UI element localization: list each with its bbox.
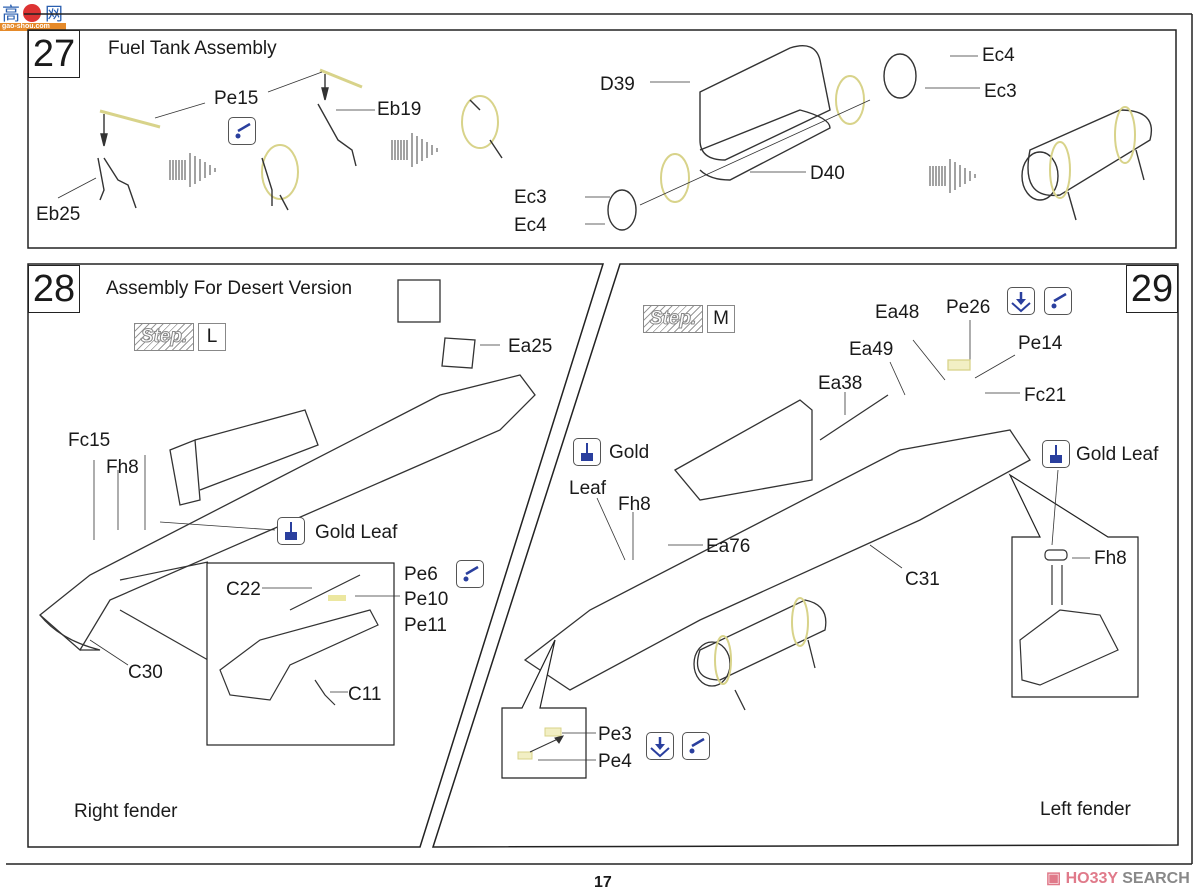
label-fc15: Fc15 <box>68 430 111 451</box>
step-ref-letter: M <box>707 305 735 333</box>
label-pe11: Pe11 <box>404 615 447 636</box>
label-ec4-bottom: Ec4 <box>514 215 547 236</box>
gold-leaf-brush-icon <box>573 438 601 466</box>
step29-inset-small-box <box>501 639 587 779</box>
svg-text:网: 网 <box>45 4 63 25</box>
step-ref-word: Step. <box>643 305 703 333</box>
label-ea49: Ea49 <box>849 339 894 360</box>
transition-arrow-3 <box>929 159 976 193</box>
step29-fender-drawing <box>523 320 1031 711</box>
hobby-search-watermark: ▣ HO33Y SEARCH <box>1046 868 1190 888</box>
label-pe6: Pe6 <box>404 564 438 585</box>
bend-icon <box>456 560 484 588</box>
label-gold-leaf-28: Gold Leaf <box>315 522 398 543</box>
step-ref-letter: L <box>198 323 226 351</box>
label-eb25: Eb25 <box>36 204 81 225</box>
label-pe4: Pe4 <box>598 751 632 772</box>
label-fh8-28: Fh8 <box>106 457 139 478</box>
step-ref-m: Step. M <box>643 305 735 333</box>
label-ea48: Ea48 <box>875 302 920 323</box>
label-leaf: Leaf <box>569 478 606 499</box>
step-ref-l: Step. L <box>134 323 226 351</box>
label-pe10: Pe10 <box>404 589 449 610</box>
transition-arrow-1 <box>169 153 216 187</box>
label-pe3: Pe3 <box>598 724 632 745</box>
label-c11: C11 <box>348 684 382 705</box>
step29-inset-small-drawing <box>517 727 596 761</box>
step29-inset-right-drawing <box>1019 469 1119 686</box>
label-ea25: Ea25 <box>508 336 553 357</box>
bend-icon <box>228 117 256 145</box>
label-d40: D40 <box>810 163 845 184</box>
caption-left-fender: Left fender <box>1040 799 1131 820</box>
hobby-search-brand-part1: HO33Y <box>1065 870 1118 887</box>
label-ec3-top: Ec3 <box>984 81 1017 102</box>
transition-arrow-2 <box>391 133 438 167</box>
bend-icon <box>682 732 710 760</box>
label-fc21: Fc21 <box>1024 385 1067 406</box>
step-27-title: Fuel Tank Assembly <box>108 38 277 59</box>
label-ea38: Ea38 <box>818 373 863 394</box>
step29-inset-right-box <box>1008 473 1139 698</box>
label-eb19: Eb19 <box>377 99 422 120</box>
bend-icon <box>1044 287 1072 315</box>
watermark-url: gao-shou.com <box>2 23 50 30</box>
label-pe26: Pe26 <box>946 297 991 318</box>
label-ea76: Ea76 <box>706 536 751 557</box>
gold-leaf-brush-icon <box>1042 440 1070 468</box>
caption-right-fender: Right fender <box>74 801 178 822</box>
hobby-search-logo-icon: ▣ <box>1046 870 1062 887</box>
page-number: 17 <box>594 874 612 891</box>
label-gold: Gold <box>609 442 650 463</box>
label-fh8-inset: Fh8 <box>1094 548 1127 569</box>
remove-part-icon <box>646 732 674 760</box>
remove-part-icon <box>1007 287 1035 315</box>
label-pe15: Pe15 <box>214 88 259 109</box>
step-29-number: 29 <box>1126 265 1178 313</box>
step-ref-word: Step. <box>134 323 194 351</box>
progress-arrows <box>169 133 976 193</box>
step-28-title: Assembly For Desert Version <box>106 278 353 299</box>
label-fh8-29: Fh8 <box>618 494 651 515</box>
label-pe14: Pe14 <box>1018 333 1063 354</box>
gold-leaf-brush-icon <box>277 517 305 545</box>
label-ec4-top: Ec4 <box>982 45 1015 66</box>
label-c30: C30 <box>128 662 163 683</box>
step-28-number: 28 <box>28 265 80 313</box>
label-c31: C31 <box>905 569 940 590</box>
step-27-number: 27 <box>28 30 80 78</box>
label-gold-leaf-29: Gold Leaf <box>1076 444 1159 465</box>
gao-shou-watermark: 高 网 <box>0 0 80 34</box>
svg-text:高: 高 <box>2 4 20 25</box>
label-c22: C22 <box>226 579 261 600</box>
label-d39: D39 <box>600 74 635 95</box>
label-ec3-bottom: Ec3 <box>514 187 547 208</box>
hobby-search-brand-part2: SEARCH <box>1122 870 1190 887</box>
